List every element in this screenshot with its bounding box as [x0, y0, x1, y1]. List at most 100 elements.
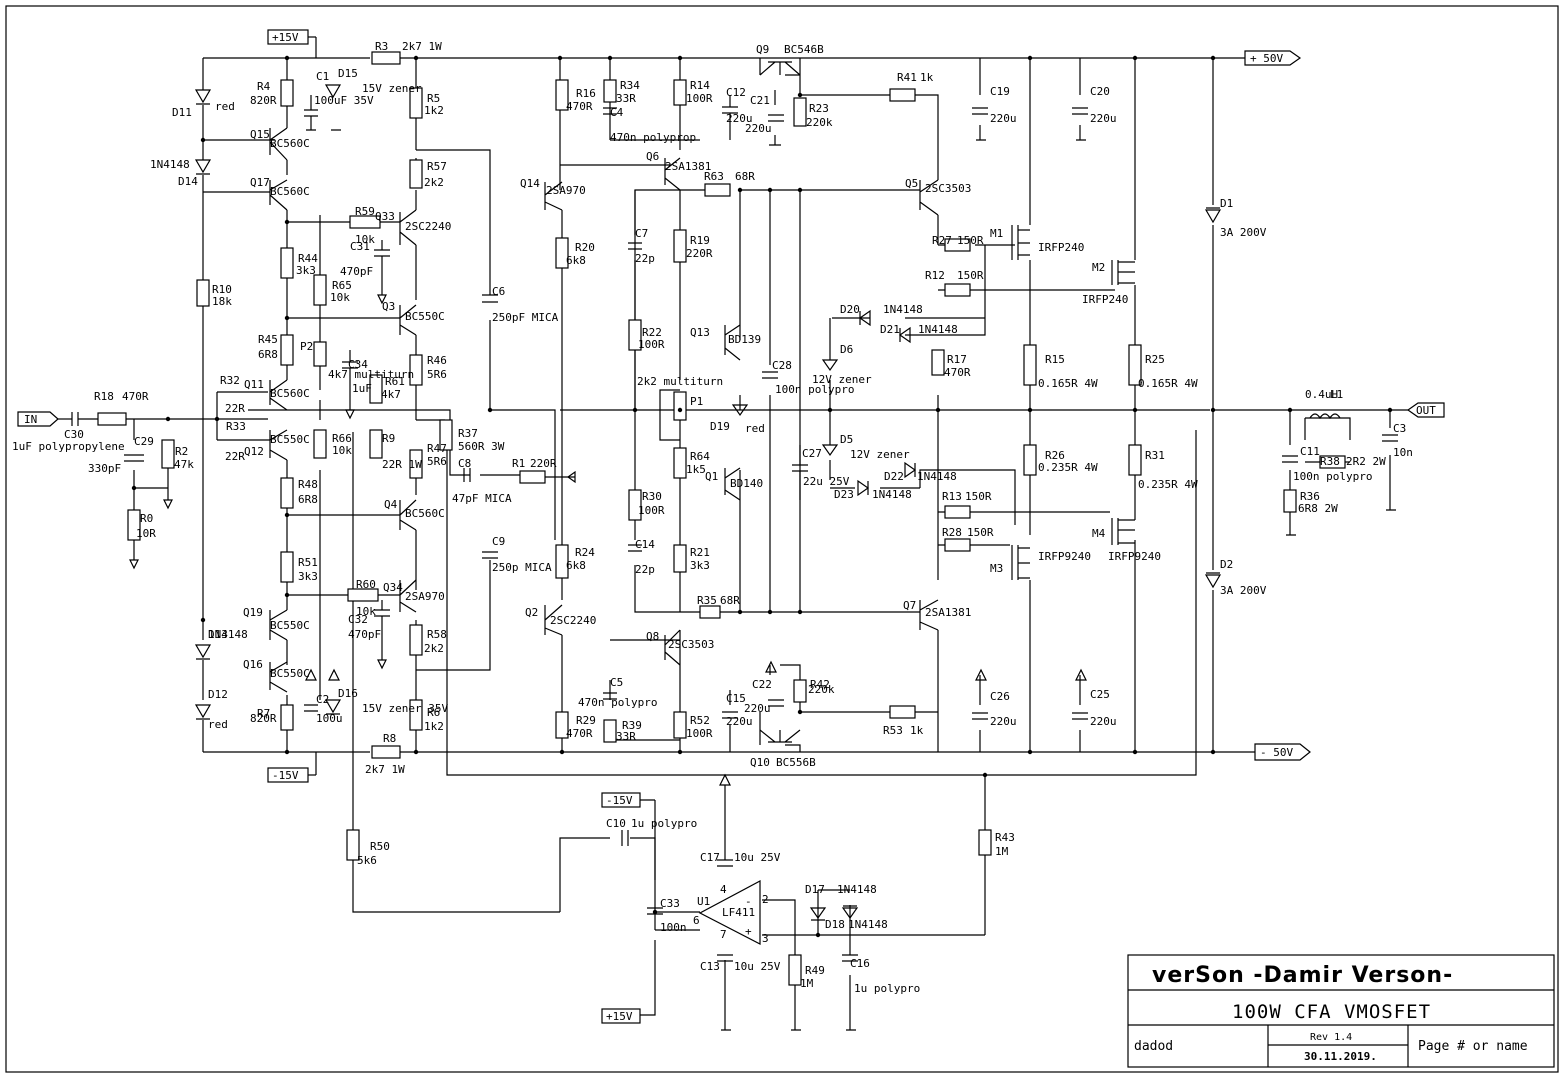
component-ref-d20: D20 [840, 303, 860, 316]
component-value-d14: 1N4148 [150, 158, 190, 171]
component-ref-m4: M4 [1092, 527, 1106, 540]
component-value-r6: 1k2 [424, 720, 444, 733]
component-value-c28: 100n polypro [775, 383, 854, 396]
component-value-r63: 68R [735, 170, 755, 183]
component-ref-q10: Q10 [750, 756, 770, 769]
component-value-q15: BC560C [270, 137, 310, 150]
component-value-c33: 100n [660, 921, 687, 934]
component-ref-c9: C9 [492, 535, 505, 548]
component-ref-d2: D2 [1220, 558, 1233, 571]
component-value-d19: red [745, 422, 765, 435]
neg50-rail-label: - 50V [1260, 746, 1293, 759]
pos50-rail-label: + 50V [1250, 52, 1283, 65]
component-value-d21: 1N4148 [918, 323, 958, 336]
component-value-c21: 220u [745, 122, 772, 135]
component-value-r49: 1M [800, 977, 814, 990]
component-value-m4: IRFP9240 [1108, 550, 1161, 563]
component-ref-d5: D5 [840, 433, 853, 446]
component-value-c2: 100u [316, 712, 343, 725]
title-block-drawn-by: dadod [1134, 1039, 1173, 1054]
component-ref-q33: Q33 [375, 210, 395, 223]
component-ref-q3: Q3 [382, 300, 395, 313]
component-ref-r14: R14 [690, 79, 710, 92]
resistor-bodies [97, 51, 1346, 986]
component-value-q12: BC550C [270, 433, 310, 446]
component-ref-r28: R28 [942, 526, 962, 539]
component-value-c4: 470n polyprop [610, 131, 696, 144]
component-value-r42: 220k [808, 683, 835, 696]
component-value-q16: BC550C [270, 667, 310, 680]
component-value-r37: 560R 3W [458, 440, 505, 453]
component-ref-c10: C10 [606, 817, 626, 830]
component-ref-r18: R18 [94, 390, 114, 403]
component-ref-c31: C31 [350, 240, 370, 253]
component-value-r41: 1k [920, 71, 934, 84]
component-value-r18: 470R [122, 390, 149, 403]
component-ref-d1: D1 [1220, 197, 1233, 210]
component-ref-r2: R2 [175, 445, 188, 458]
component-ref-c13: C13 [700, 960, 720, 973]
component-value-r64: 1k5 [686, 463, 706, 476]
component-ref-d14: D14 [178, 175, 198, 188]
component-ref-r9: R9 [382, 432, 395, 445]
component-ref-r66: R66 [332, 432, 352, 445]
component-ref-q14: Q14 [520, 177, 540, 190]
component-value-p1: 2k2 multiturn [637, 375, 723, 388]
component-value-r0: 10R [136, 527, 156, 540]
component-value-p2: 4k7 multiturn [328, 368, 414, 381]
component-value-q34: 2SA970 [405, 590, 445, 603]
component-ref-r26: R26 [1045, 449, 1065, 462]
component-value-c1: 100uF 35V [314, 94, 374, 107]
component-value-r32: 22R [225, 402, 245, 415]
component-value-l1: 0.4uH [1305, 388, 1338, 401]
title-block-title: 100W CFA VMOSFET [1232, 1001, 1431, 1023]
component-ref-c21: C21 [750, 94, 770, 107]
component-value-d6: 12V zener [812, 373, 872, 386]
component-ref-r7: R7 [257, 707, 270, 720]
component-value-r35: 68R [720, 594, 740, 607]
component-ref-r22: R22 [642, 326, 662, 339]
component-ref-r34: R34 [620, 79, 640, 92]
component-value-r66: 10k [332, 444, 352, 457]
component-ref-d6: D6 [840, 343, 853, 356]
component-value-r47: 5R6 [427, 455, 447, 468]
component-value-r30: 100R [638, 504, 665, 517]
component-ref-p1: P1 [690, 395, 703, 408]
component-ref-c7: C7 [635, 227, 648, 240]
opamp-pin-6: 6 [693, 914, 700, 927]
component-ref-c32: C32 [348, 613, 368, 626]
component-value-c13: 10u 25V [734, 960, 781, 973]
component-ref-r52: R52 [690, 714, 710, 727]
component-ref-c26: C26 [990, 690, 1010, 703]
component-ref-c29: C29 [134, 435, 154, 448]
component-ref-r30: R30 [642, 490, 662, 503]
component-value-r7: 820R [250, 712, 277, 725]
component-ref-r60: R60 [356, 578, 376, 591]
component-ref-r20: R20 [575, 241, 595, 254]
component-ref-p2: P2 [300, 340, 313, 353]
component-ref-d18: D18 [825, 918, 845, 931]
component-ref-r4: R4 [257, 80, 271, 93]
component-ref-r64: R64 [690, 450, 710, 463]
opamp-pin-2: 2 [762, 893, 769, 906]
component-value-q6: 2SA1381 [665, 160, 711, 173]
component-value-q14: 2SA970 [546, 184, 586, 197]
component-ref-c15: C15 [726, 692, 746, 705]
junction-dots [131, 55, 1393, 938]
component-value-c31: 470pF [340, 265, 373, 278]
component-value-r17: 470R [944, 366, 971, 379]
component-value-d5: 12V zener [850, 448, 910, 461]
component-value-d17: 1N4148 [837, 883, 877, 896]
component-value-r5: 1k2 [424, 104, 444, 117]
component-value-d11: red [215, 100, 235, 113]
component-ref-c1: C1 [316, 70, 329, 83]
component-ref-q5: Q5 [905, 177, 918, 190]
component-value-d13: 1N4148 [208, 628, 248, 641]
component-value-c7: 22p [635, 252, 655, 265]
input-port: IN [17, 411, 72, 427]
component-ref-r24: R24 [575, 546, 595, 559]
component-ref-r36: R36 [1300, 490, 1320, 503]
component-value-c6: 250pF MICA [492, 311, 559, 324]
title-block-page: Page # or name [1418, 1039, 1528, 1054]
component-ref-q1: Q1 [705, 470, 718, 483]
